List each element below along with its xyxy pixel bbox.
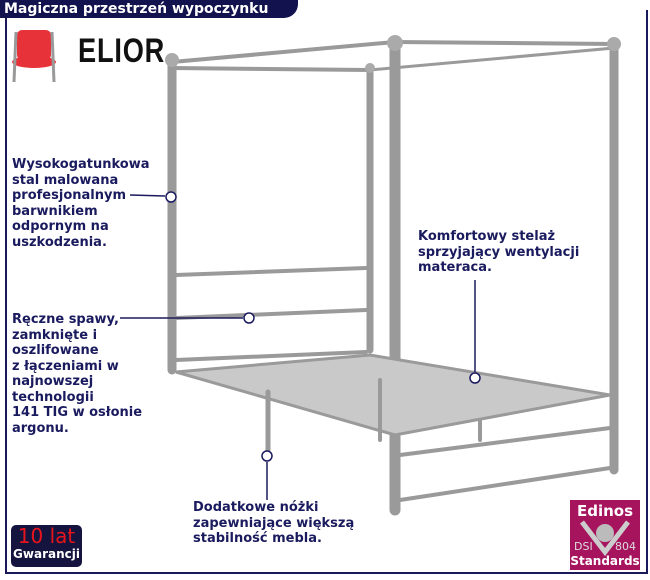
warranty-badge: 10 lat Gwarancji (11, 525, 82, 567)
chair-logo-icon (12, 30, 56, 83)
cert-right: 804 (615, 540, 636, 553)
note-welds: Ręczne spawy, zamknięte i oszlifowane z … (12, 312, 143, 436)
note-frame: Komfortowy stelaż sprzyjający wentylacji… (418, 229, 580, 275)
warranty-label: Gwarancji (13, 547, 80, 561)
brand-logo: ELIOR (78, 32, 166, 70)
note-legs: Dodatkowe nóżki zapewniające większą sta… (193, 500, 355, 546)
content-frame (5, 10, 648, 574)
header-title: Magiczna przestrzeń wypoczynku (0, 0, 299, 18)
edinos-certificate: Edinos DSI 804 Standards (570, 500, 640, 570)
note-steel: Wysokogatunkowa stal malowana profesjona… (12, 157, 150, 250)
warranty-years: 10 lat (17, 524, 76, 548)
cert-name: Edinos (576, 502, 634, 520)
cert-emblem-icon (580, 520, 630, 557)
cert-left: DSI (574, 540, 593, 553)
cert-bottom: Standards (570, 554, 640, 568)
